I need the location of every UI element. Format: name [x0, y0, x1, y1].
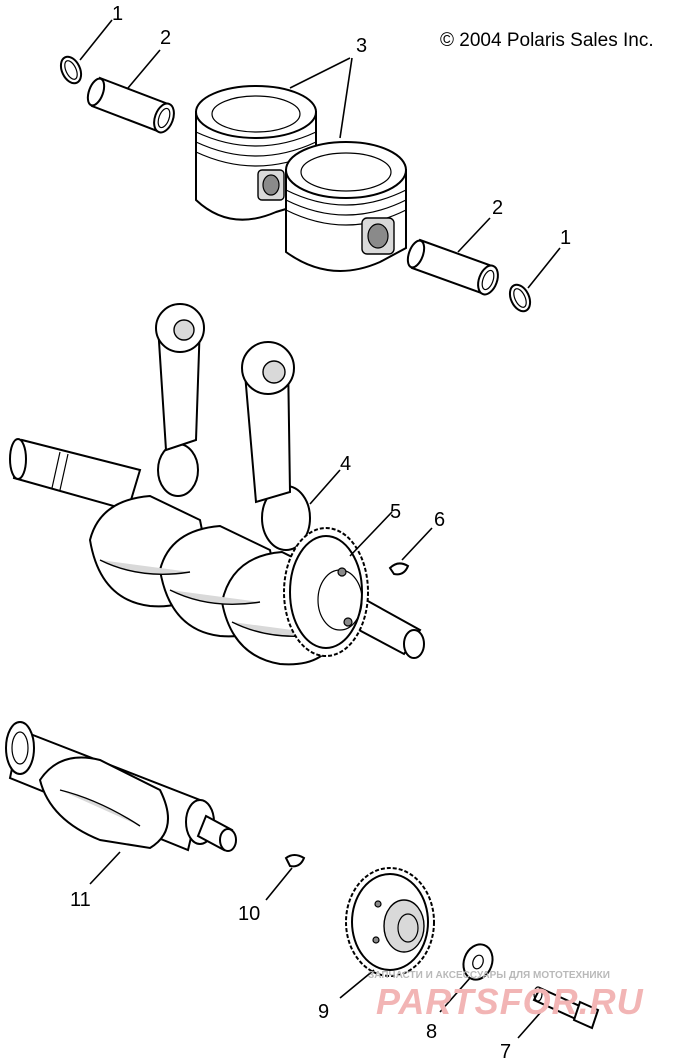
leader-11	[89, 851, 121, 885]
callout-5: 5	[390, 501, 401, 523]
callout-8: 8	[426, 1021, 437, 1043]
leader-7	[517, 1003, 549, 1039]
copyright-text: © 2004 Polaris Sales Inc.	[440, 30, 654, 51]
woodruff-key-10	[284, 854, 306, 868]
callout-1b: 1	[560, 227, 571, 249]
callout-2b: 2	[492, 197, 503, 219]
bolt	[532, 986, 600, 1030]
callout-10: 10	[238, 903, 260, 925]
callout-4: 4	[340, 453, 351, 475]
callout-6: 6	[434, 509, 445, 531]
watermark-tagline: ЗАПЧАСТИ И АКСЕССУАРЫ ДЛЯ МОТОТЕХНИКИ	[368, 970, 610, 981]
callout-9: 9	[318, 1001, 329, 1023]
leader-8	[439, 977, 471, 1013]
leader-1b	[527, 247, 561, 289]
callout-11: 11	[70, 889, 91, 911]
leader-1a	[79, 19, 113, 61]
snap-ring-right	[508, 283, 532, 313]
leader-2b	[457, 217, 491, 253]
leader-10	[265, 867, 293, 901]
leader-9	[339, 969, 375, 999]
piston-pin-right	[406, 238, 499, 296]
watermark-brand: PARTSFOR.RU	[376, 981, 644, 1022]
leader-5	[349, 511, 393, 557]
piston-right	[285, 141, 407, 272]
leader-4	[309, 469, 341, 505]
leader-2a	[127, 49, 161, 89]
balance-shaft	[5, 721, 237, 852]
balance-shaft-gear	[345, 867, 435, 977]
piston-pin-left	[86, 76, 175, 134]
woodruff-key-6	[388, 562, 410, 576]
leader-3a	[289, 57, 351, 89]
washer	[462, 943, 494, 981]
leader-6	[401, 527, 433, 561]
snap-ring-left	[59, 55, 83, 85]
callout-3: 3	[356, 35, 367, 57]
leader-3b	[339, 57, 353, 139]
callout-7: 7	[500, 1041, 511, 1060]
crankshaft-gear	[283, 527, 369, 657]
callout-2a: 2	[160, 27, 171, 49]
callout-1a: 1	[112, 3, 123, 25]
